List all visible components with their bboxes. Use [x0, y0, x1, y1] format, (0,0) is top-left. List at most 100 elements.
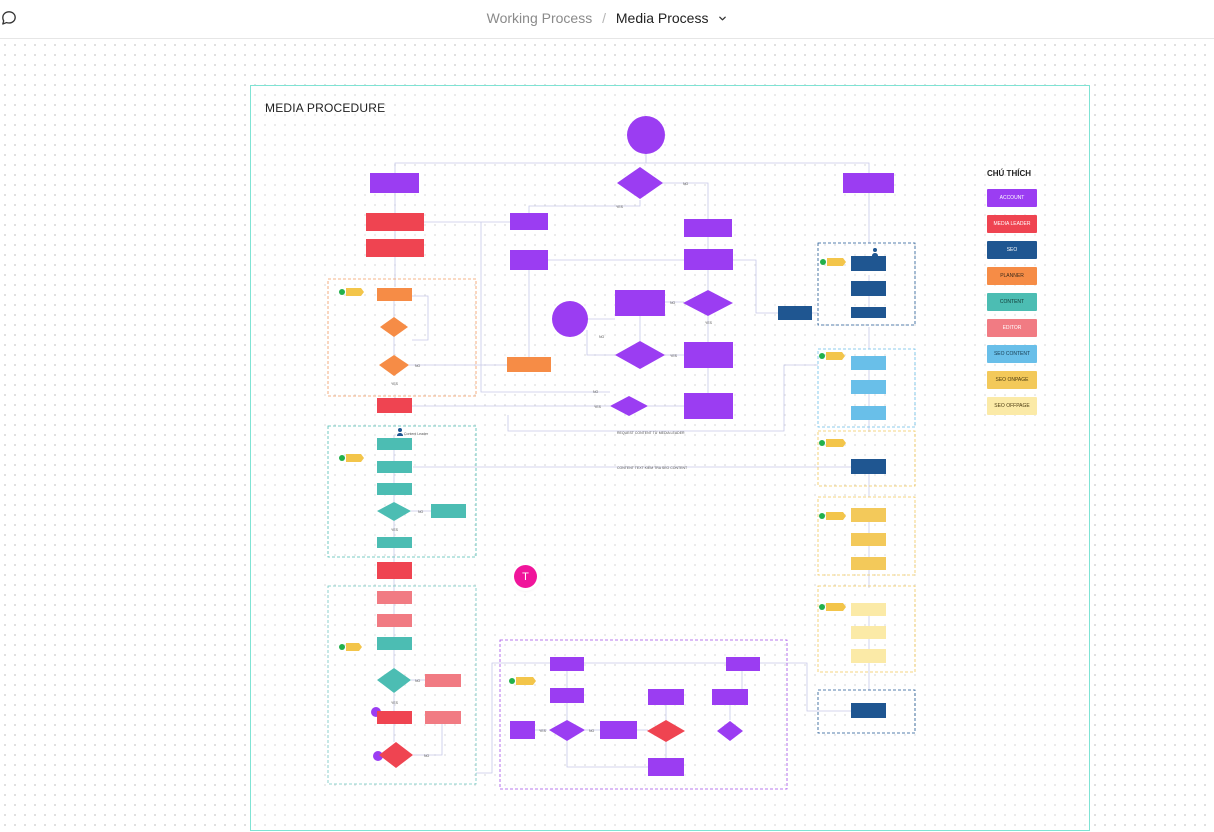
- flow-node: [377, 537, 412, 548]
- flow-node: [851, 406, 886, 420]
- flow-node: [851, 256, 886, 271]
- decision-node: [379, 742, 413, 768]
- flow-node: [377, 288, 412, 301]
- edge-label-no: NO: [599, 335, 605, 339]
- flow-node: [851, 508, 886, 522]
- legend-item-media-leader[interactable]: MEDIA LEADER: [987, 215, 1037, 233]
- legend-item-seo-onpage[interactable]: SEO ONPAGE: [987, 371, 1037, 389]
- edge-label-yes: YES: [670, 354, 678, 358]
- edge-label-content-seo: CONTENT TEXT KIỂM TRA SEO CONTENT: [617, 465, 688, 470]
- edge-label-no: NO: [418, 510, 424, 514]
- flow-node: [425, 674, 461, 687]
- decision-node: [617, 167, 663, 199]
- flow-node: [377, 637, 412, 650]
- flow-node: [684, 393, 733, 419]
- flow-node: [370, 173, 419, 193]
- flow-node: [648, 758, 684, 776]
- lane-groups: [327, 242, 916, 790]
- chevron-down-icon[interactable]: [718, 10, 727, 26]
- planner-nodes[interactable]: [377, 288, 551, 376]
- flow-node: [851, 603, 886, 616]
- flow-node: [552, 301, 588, 337]
- flow-node: [843, 173, 894, 193]
- decision-node: [717, 721, 743, 741]
- role-tags: [339, 258, 846, 685]
- edge-label-no: NO: [683, 182, 689, 186]
- flow-node: [377, 711, 412, 724]
- edge-label-yes: YES: [705, 321, 713, 325]
- flow-node: [377, 562, 412, 579]
- decision-node: [683, 290, 733, 316]
- flow-node: [851, 307, 886, 318]
- account-nodes[interactable]: [370, 116, 894, 776]
- person-icon: [397, 248, 878, 436]
- flow-node: [851, 703, 886, 718]
- decision-node: [615, 341, 665, 369]
- edge-label-no: NO: [670, 301, 676, 305]
- flow-node: [851, 557, 886, 570]
- flow-node: [377, 398, 412, 413]
- seo-nodes[interactable]: [778, 256, 886, 718]
- flow-node: [684, 342, 733, 368]
- legend-item-seo[interactable]: SEO: [987, 241, 1037, 259]
- decision-node: [610, 396, 648, 416]
- flow-node: [851, 649, 886, 663]
- edge-label-yes: YES: [539, 729, 547, 733]
- flow-node: [778, 306, 812, 320]
- decision-node: [647, 720, 685, 742]
- legend-item-seo-content[interactable]: SEO CONTENT: [987, 345, 1037, 363]
- connectors: [393, 153, 870, 774]
- top-bar: Working Process / Media Process: [0, 0, 1214, 39]
- legend-item-editor[interactable]: EDITOR: [987, 319, 1037, 337]
- flow-node: [550, 688, 584, 703]
- diagram-frame[interactable]: [250, 85, 1090, 831]
- flow-node: [377, 614, 412, 627]
- seo-onpage-nodes[interactable]: [851, 508, 886, 570]
- decision-node: [380, 317, 408, 337]
- flow-node: [712, 689, 748, 705]
- flow-node: [425, 711, 461, 724]
- legend-item-seo-offpage[interactable]: SEO OFFPAGE: [987, 397, 1037, 415]
- seo-offpage-nodes[interactable]: [851, 603, 886, 663]
- flow-node: [615, 290, 665, 316]
- legend-item-planner[interactable]: PLANNER: [987, 267, 1037, 285]
- flow-node: [510, 213, 548, 230]
- decision-node: [377, 502, 411, 521]
- flow-node: [851, 380, 886, 394]
- legend-item-content[interactable]: CONTENT: [987, 293, 1037, 311]
- flow-node: [366, 239, 424, 257]
- flow-node: [851, 281, 886, 296]
- flow-node: [648, 689, 684, 705]
- edge-label-no: NO: [415, 679, 421, 683]
- editor-nodes[interactable]: [377, 591, 461, 724]
- edge-label-no: NO: [415, 364, 421, 368]
- edge-label-yes: YES: [391, 528, 399, 532]
- flow-node: [851, 626, 886, 639]
- flow-node: [600, 721, 637, 739]
- edge-label-no: NO: [593, 390, 599, 394]
- collaborator-avatar[interactable]: T: [514, 565, 537, 588]
- flow-node: [366, 213, 424, 231]
- edge-label-yes: YES: [616, 205, 624, 209]
- content-nodes[interactable]: [377, 438, 466, 693]
- seo-content-nodes[interactable]: [851, 356, 886, 420]
- marker-dot: [373, 751, 383, 761]
- legend-item-account[interactable]: ACCOUNT: [987, 189, 1037, 207]
- flow-node: [507, 357, 551, 372]
- flow-node: [550, 657, 584, 671]
- decision-node: [377, 668, 411, 693]
- flow-node: [377, 438, 412, 450]
- decision-node: [379, 355, 409, 376]
- edge-label-yes: YES: [391, 382, 399, 386]
- diagram-title: MEDIA PROCEDURE: [265, 101, 386, 115]
- comments-button[interactable]: [0, 9, 18, 27]
- breadcrumb-current-page[interactable]: Media Process: [615, 10, 709, 27]
- media-leader-nodes[interactable]: [366, 213, 685, 768]
- edge-label-no: NO: [424, 754, 430, 758]
- flow-node: [684, 249, 733, 270]
- flow-node: [377, 461, 412, 473]
- decision-node: [549, 720, 585, 741]
- breadcrumb-parent-link[interactable]: Working Process: [486, 10, 593, 27]
- edge-label-yes: YES: [391, 701, 399, 705]
